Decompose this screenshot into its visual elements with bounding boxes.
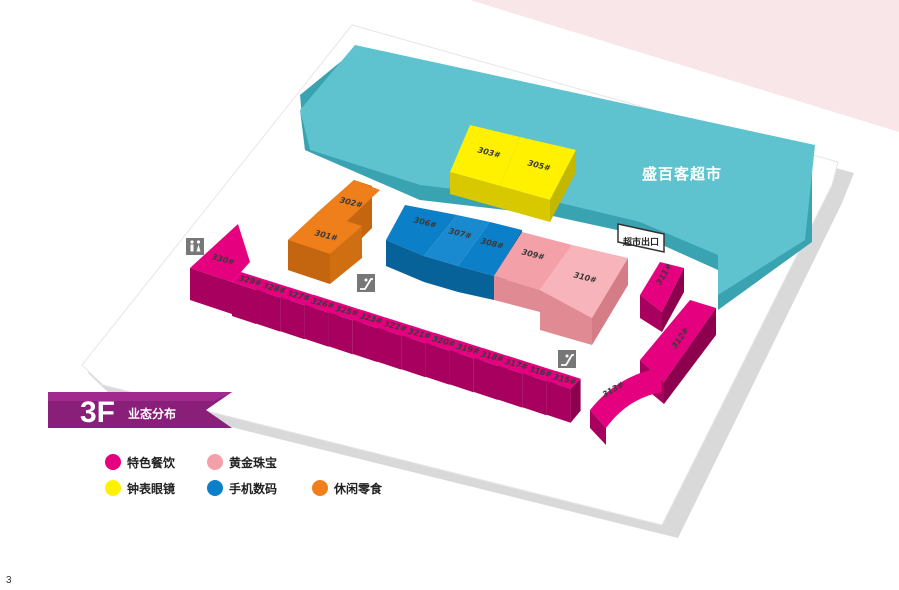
unit-roof	[328, 302, 363, 321]
unit-310[interactable]: 310#	[540, 245, 628, 345]
unit-side	[570, 378, 581, 423]
restroom-icon[interactable]	[186, 238, 204, 255]
unit-roof	[546, 370, 581, 389]
unit-roof	[449, 340, 484, 359]
unit-front	[522, 373, 547, 416]
legend-label: 手机数码	[229, 481, 277, 496]
unit-front	[546, 380, 571, 423]
floor-number: 3F	[80, 396, 115, 429]
legend-item-phones: 手机数码	[207, 480, 277, 496]
legend-swatch	[105, 480, 121, 496]
unit-309[interactable]: 309#	[494, 232, 572, 312]
unit-front	[425, 342, 450, 385]
bottom-unit-row: 330# 329#328#327#326#325#323#322#321#320…	[190, 224, 581, 423]
legend-item-snacks: 休闲零食	[312, 480, 383, 496]
legend: 特色餐饮 黄金珠宝 钟表眼镜 手机数码 休闲零食	[105, 454, 383, 496]
unit-roof	[232, 272, 266, 290]
legend-label: 钟表眼镜	[127, 481, 175, 496]
legend-item-watches: 钟表眼镜	[105, 480, 175, 496]
page-number: 3	[6, 575, 12, 586]
unit-306[interactable]: 306#	[386, 205, 457, 282]
floor-title: 业态分布	[128, 406, 176, 421]
unit-roof	[377, 317, 412, 336]
unit-front	[401, 335, 426, 378]
legend-swatch	[207, 480, 223, 496]
unit-311[interactable]: 311#	[640, 262, 684, 332]
legend-swatch	[105, 454, 121, 470]
legend-swatch	[312, 480, 328, 496]
unit-front	[377, 327, 402, 370]
legend-swatch	[207, 454, 223, 470]
unit-315[interactable]: 315#	[546, 370, 581, 423]
supermarket-name: 盛百客超市	[642, 165, 722, 183]
unit-330[interactable]: 330#	[190, 224, 250, 314]
unit-roof	[474, 348, 508, 366]
legend-label: 休闲零食	[333, 481, 383, 496]
escalator-icon[interactable]	[558, 350, 576, 368]
floor-banner: 3F 业态分布	[48, 392, 232, 429]
unit-front	[280, 297, 305, 340]
unit-front	[328, 312, 353, 355]
unit-roof	[353, 310, 387, 328]
unit-307[interactable]: 307#	[424, 215, 490, 292]
escalator-icon[interactable]	[357, 274, 375, 292]
unit-front	[353, 320, 377, 362]
supermarket-exit-label: 超市出口	[622, 236, 659, 248]
unit-front	[498, 365, 523, 408]
unit-305[interactable]: 305#	[500, 137, 576, 222]
legend-item-dining: 特色餐饮	[105, 454, 176, 470]
unit-roof	[522, 363, 557, 382]
unit-roof	[498, 355, 533, 374]
supermarket-exit-sign[interactable]: 超市出口	[617, 223, 665, 253]
unit-301[interactable]: 301#	[288, 212, 362, 284]
unit-roof	[304, 294, 339, 313]
legend-label: 特色餐饮	[127, 455, 176, 470]
unit-roof	[280, 287, 315, 306]
unit-roof	[256, 279, 291, 298]
unit-roof	[401, 325, 436, 344]
unit-front	[474, 358, 498, 400]
legend-label: 黄金珠宝	[229, 455, 277, 470]
unit-roof	[425, 332, 460, 351]
legend-item-jewelry: 黄金珠宝	[207, 454, 277, 470]
unit-front	[449, 350, 474, 393]
unit-front	[232, 282, 256, 324]
unit-front	[304, 304, 329, 347]
unit-front	[256, 289, 281, 332]
background-band	[470, 0, 899, 132]
